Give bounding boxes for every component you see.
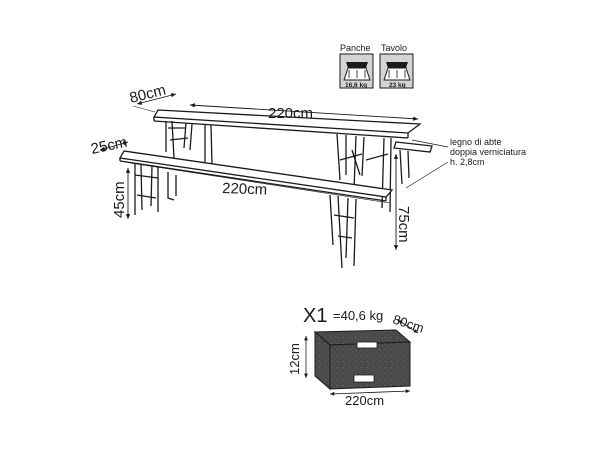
table-height-label: 75cm [395,206,412,243]
material-note-line-1: legno di abte [450,137,502,147]
back-bench-drawing [393,141,433,185]
material-note-line-3: h. 2,8cm [450,157,485,167]
table-depth-label: 80cm [128,82,168,107]
front-bench-drawing [118,150,394,269]
weight-icons: Panche Tavolo 16,6 kg 23 kg [339,43,414,89]
table-length-label: 220cm [268,105,313,122]
material-note: legno di abte doppia verniciatura h. 2,8… [450,137,526,167]
table-weight-label: Tavolo [381,43,407,53]
package-quantity: X1 [303,305,327,327]
table-weight-icon: 23 kg [379,53,414,89]
table-weight-value: 23 kg [389,82,406,89]
box-handle-top [356,341,378,349]
material-note-line-2: doppia verniciatura [450,147,526,157]
package-height-label: 12cm [287,343,302,375]
box-handle-bottom [353,374,375,383]
bench-height-label: 45cm [111,181,128,218]
dimension-lines [99,93,449,250]
package-box: X1 =40,6 kg 80cm 12cm 220cm [287,305,426,408]
package-length-label: 220cm [345,393,384,408]
package-weight: =40,6 kg [333,308,383,323]
bench-length-label: 220cm [222,180,268,199]
benches-weight-value: 16,6 kg [345,82,367,89]
benches-weight-label: Panche [340,43,371,53]
bench-weight-icon: 16,6 kg [339,53,374,89]
